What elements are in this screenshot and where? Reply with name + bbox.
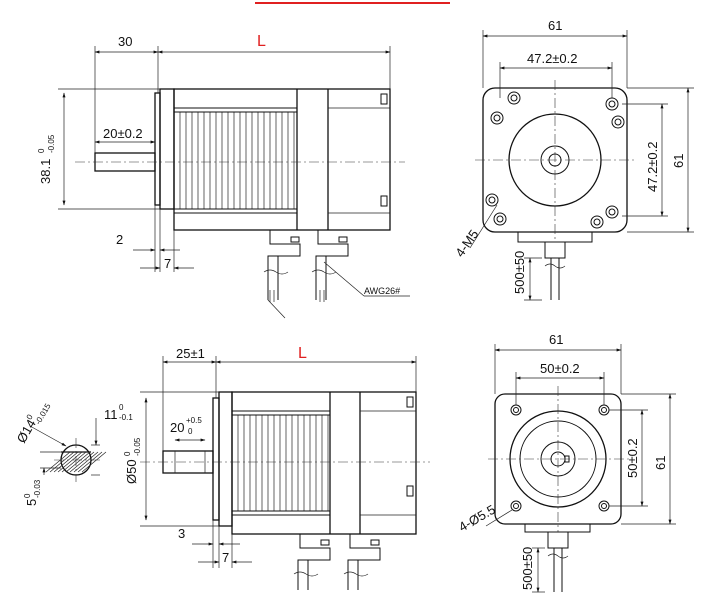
- bottom-front-dim-hole-spacing: 50±0.2: [540, 361, 580, 376]
- top-wire-gauge-label: AWG26#: [364, 286, 400, 296]
- top-front-dim-holes: 4-M5: [452, 227, 481, 260]
- top-dim-pilot-upper-tol: 0: [37, 148, 46, 153]
- top-front-dim-hole-spacing: 47.2±0.2: [527, 51, 578, 66]
- top-dim-pilot-diameter: 38.1: [38, 159, 53, 184]
- bottom-front-dim-hole-spacing-vertical: 50±0.2: [625, 438, 640, 478]
- top-dim-body-length: L: [257, 33, 266, 50]
- top-side-view: 30 L 20±0.2 38.1 0 -0.05 2 7 AWG26#: [37, 33, 410, 319]
- hatch-line: [61, 451, 87, 473]
- bottom-laminations: [237, 415, 329, 511]
- bottom-front-dim-holes: 4-Ø5.5: [456, 502, 498, 535]
- bottom-dim-body-length: L: [298, 345, 307, 362]
- hatch-line: [65, 451, 91, 473]
- shaft-dim-key-upper-tol: 0: [23, 493, 32, 498]
- bottom-dim-pilot-lower-tol: -0.05: [133, 437, 142, 456]
- top-front-dim-lead-length: 500±50: [512, 251, 527, 294]
- bottom-front-view: 61 50±0.2 50±0.2 61 4-Ø5.5 500±50: [456, 332, 676, 593]
- hatch-line: [73, 451, 99, 473]
- hatch-line: [45, 451, 71, 473]
- shaft-dim-key: 5: [24, 499, 39, 506]
- bottom-dim-pilot-diameter: Ø50: [124, 459, 139, 484]
- bottom-dim-key-length: 20: [170, 420, 184, 435]
- shaft-hatch: [45, 451, 107, 473]
- bottom-front-dim-width: 61: [549, 332, 563, 347]
- bottom-side-view: 25±1 L 20 +0.5 0 Ø50 0 -0.05 3 7: [123, 345, 430, 590]
- shaft-dim-diameter-upper-tol: 0: [25, 412, 35, 421]
- hatch-line: [77, 451, 103, 473]
- shaft-dim-flat: 11: [104, 407, 118, 422]
- top-dim-pilot-depth: 7: [164, 256, 171, 271]
- top-dim-pilot-lower-tol: -0.05: [47, 134, 56, 153]
- top-dim-flat-length: 20±0.2: [103, 126, 143, 141]
- bottom-dim-pilot-upper-tol: 0: [123, 451, 132, 456]
- bottom-dim-key-lower-tol: 0: [188, 427, 193, 436]
- shaft-dim-key-lower-tol: -0.03: [33, 479, 42, 498]
- top-front-view: 61 47.2±0.2 47.2±0.2 61 4-M5 500±50: [452, 18, 694, 301]
- shaft-dim-flat-upper-tol: 0: [119, 403, 124, 412]
- top-dim-flange-thickness: 2: [116, 232, 123, 247]
- bottom-shaft-section: Ø14 0 -0.015 11 0 -0.1 5 0 -0.03: [14, 402, 134, 506]
- bottom-dim-shaft-length: 25±1: [176, 346, 205, 361]
- bottom-dim-key-upper-tol: +0.5: [186, 416, 202, 425]
- bottom-dim-flange-thickness: 3: [178, 526, 185, 541]
- bottom-front-dim-lead-length: 500±50: [520, 547, 535, 590]
- hatch-line: [57, 451, 83, 473]
- hatch-line: [81, 451, 107, 473]
- top-front-dim-width: 61: [548, 18, 562, 33]
- hatch-line: [53, 451, 79, 473]
- shaft-dim-diameter-lower-tol: -0.015: [33, 402, 52, 427]
- top-front-dim-hole-spacing-vertical: 47.2±0.2: [645, 141, 660, 192]
- top-dim-shaft-length: 30: [118, 34, 132, 49]
- shaft-dim-flat-lower-tol: -0.1: [119, 413, 133, 422]
- hatch-line: [49, 451, 75, 473]
- bottom-dim-pilot-depth: 7: [222, 550, 229, 565]
- top-front-dim-height: 61: [671, 154, 686, 168]
- top-laminations: [179, 112, 295, 209]
- bottom-front-dim-height: 61: [653, 456, 668, 470]
- hatch-line: [69, 451, 95, 473]
